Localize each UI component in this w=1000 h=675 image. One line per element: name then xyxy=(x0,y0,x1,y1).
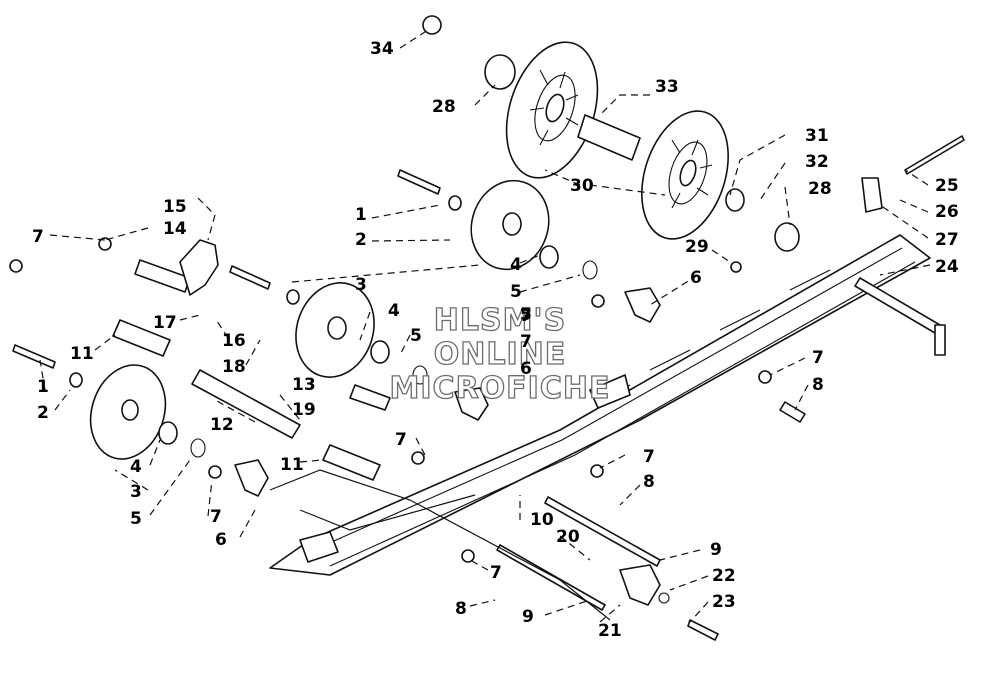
callout-label: 28 xyxy=(808,179,832,199)
callout-label: 13 xyxy=(292,375,316,395)
bearings-washers-nuts xyxy=(9,15,800,604)
callout-label: 8 xyxy=(455,599,467,619)
callout-label: 34 xyxy=(370,39,394,59)
callout-label: 18 xyxy=(222,357,246,377)
callout-label: 7 xyxy=(490,563,502,583)
callout-label: 5 xyxy=(130,509,142,529)
callout-label: 5 xyxy=(520,305,532,325)
callout-label: 6 xyxy=(520,359,532,379)
callout-label: 8 xyxy=(643,472,655,492)
callout-label: 1 xyxy=(37,377,49,397)
callout-label: 4 xyxy=(510,255,522,275)
callout-label: 20 xyxy=(556,527,580,547)
callout-label: 3 xyxy=(355,275,367,295)
callout-label: 26 xyxy=(935,202,959,222)
callout-label: 14 xyxy=(163,219,187,239)
callout-label: 17 xyxy=(153,313,177,333)
idler-wheel-left-lower xyxy=(89,364,167,460)
watermark-line-2: ONLINE xyxy=(434,337,567,372)
idler-wheel-left-middle xyxy=(295,282,375,378)
callout-label: 24 xyxy=(935,257,959,277)
callout-label: 22 xyxy=(712,566,736,586)
callout-label: 4 xyxy=(388,301,400,321)
callout-label: 8 xyxy=(812,375,824,395)
watermark-line-1: HLSM'S xyxy=(434,303,566,338)
callout-label: 16 xyxy=(222,331,246,351)
callout-label: 11 xyxy=(280,455,304,475)
callout-label: 30 xyxy=(570,176,594,196)
slide-rail xyxy=(269,234,931,576)
callout-label: 5 xyxy=(410,326,422,346)
callout-label: 7 xyxy=(395,430,407,450)
callout-label: 3 xyxy=(130,482,142,502)
leader-lines xyxy=(39,29,931,623)
idler-wheel-middle xyxy=(470,179,550,271)
axles-and-spacers xyxy=(112,114,965,481)
callout-label: 33 xyxy=(655,77,679,97)
callout-label: 2 xyxy=(37,403,49,423)
callout-label: 6 xyxy=(215,530,227,550)
callout-label: 25 xyxy=(935,176,959,196)
idler-wheel-upper xyxy=(505,41,599,179)
callout-label: 9 xyxy=(522,607,534,627)
callout-label: 19 xyxy=(292,400,316,420)
callout-label: 31 xyxy=(805,126,829,146)
callout-label: 23 xyxy=(712,592,736,612)
callout-label: 5 xyxy=(510,282,522,302)
callout-labels: 1 1 2 2 3 3 4 4 4 5 5 5 5 6 6 6 7 7 7 7 … xyxy=(32,39,959,641)
callout-label: 7 xyxy=(520,332,532,352)
callout-label: 4 xyxy=(130,457,142,477)
callout-label: 32 xyxy=(805,152,829,172)
idler-wheel-upper-right xyxy=(641,110,729,240)
callout-label: 1 xyxy=(355,205,367,225)
arms-brackets xyxy=(179,177,883,606)
callout-label: 11 xyxy=(70,344,94,364)
callout-label: 2 xyxy=(355,230,367,250)
callout-label: 12 xyxy=(210,415,234,435)
callout-label: 27 xyxy=(935,230,959,250)
callout-label: 28 xyxy=(432,97,456,117)
callout-label: 15 xyxy=(163,197,187,217)
callout-label: 29 xyxy=(685,237,709,257)
callout-label: 21 xyxy=(598,621,622,641)
callout-label: 10 xyxy=(530,510,554,530)
callout-label: 9 xyxy=(710,540,722,560)
watermark: HLSM'S ONLINE MICROFICHE xyxy=(389,302,611,406)
callout-label: 7 xyxy=(32,227,44,247)
callout-label: 7 xyxy=(210,507,222,527)
watermark-line-3: MICROFICHE xyxy=(390,371,611,406)
callout-label: 7 xyxy=(643,447,655,467)
callout-label: 7 xyxy=(812,348,824,368)
callout-label: 6 xyxy=(690,268,702,288)
callout-label: 7 xyxy=(520,306,532,326)
